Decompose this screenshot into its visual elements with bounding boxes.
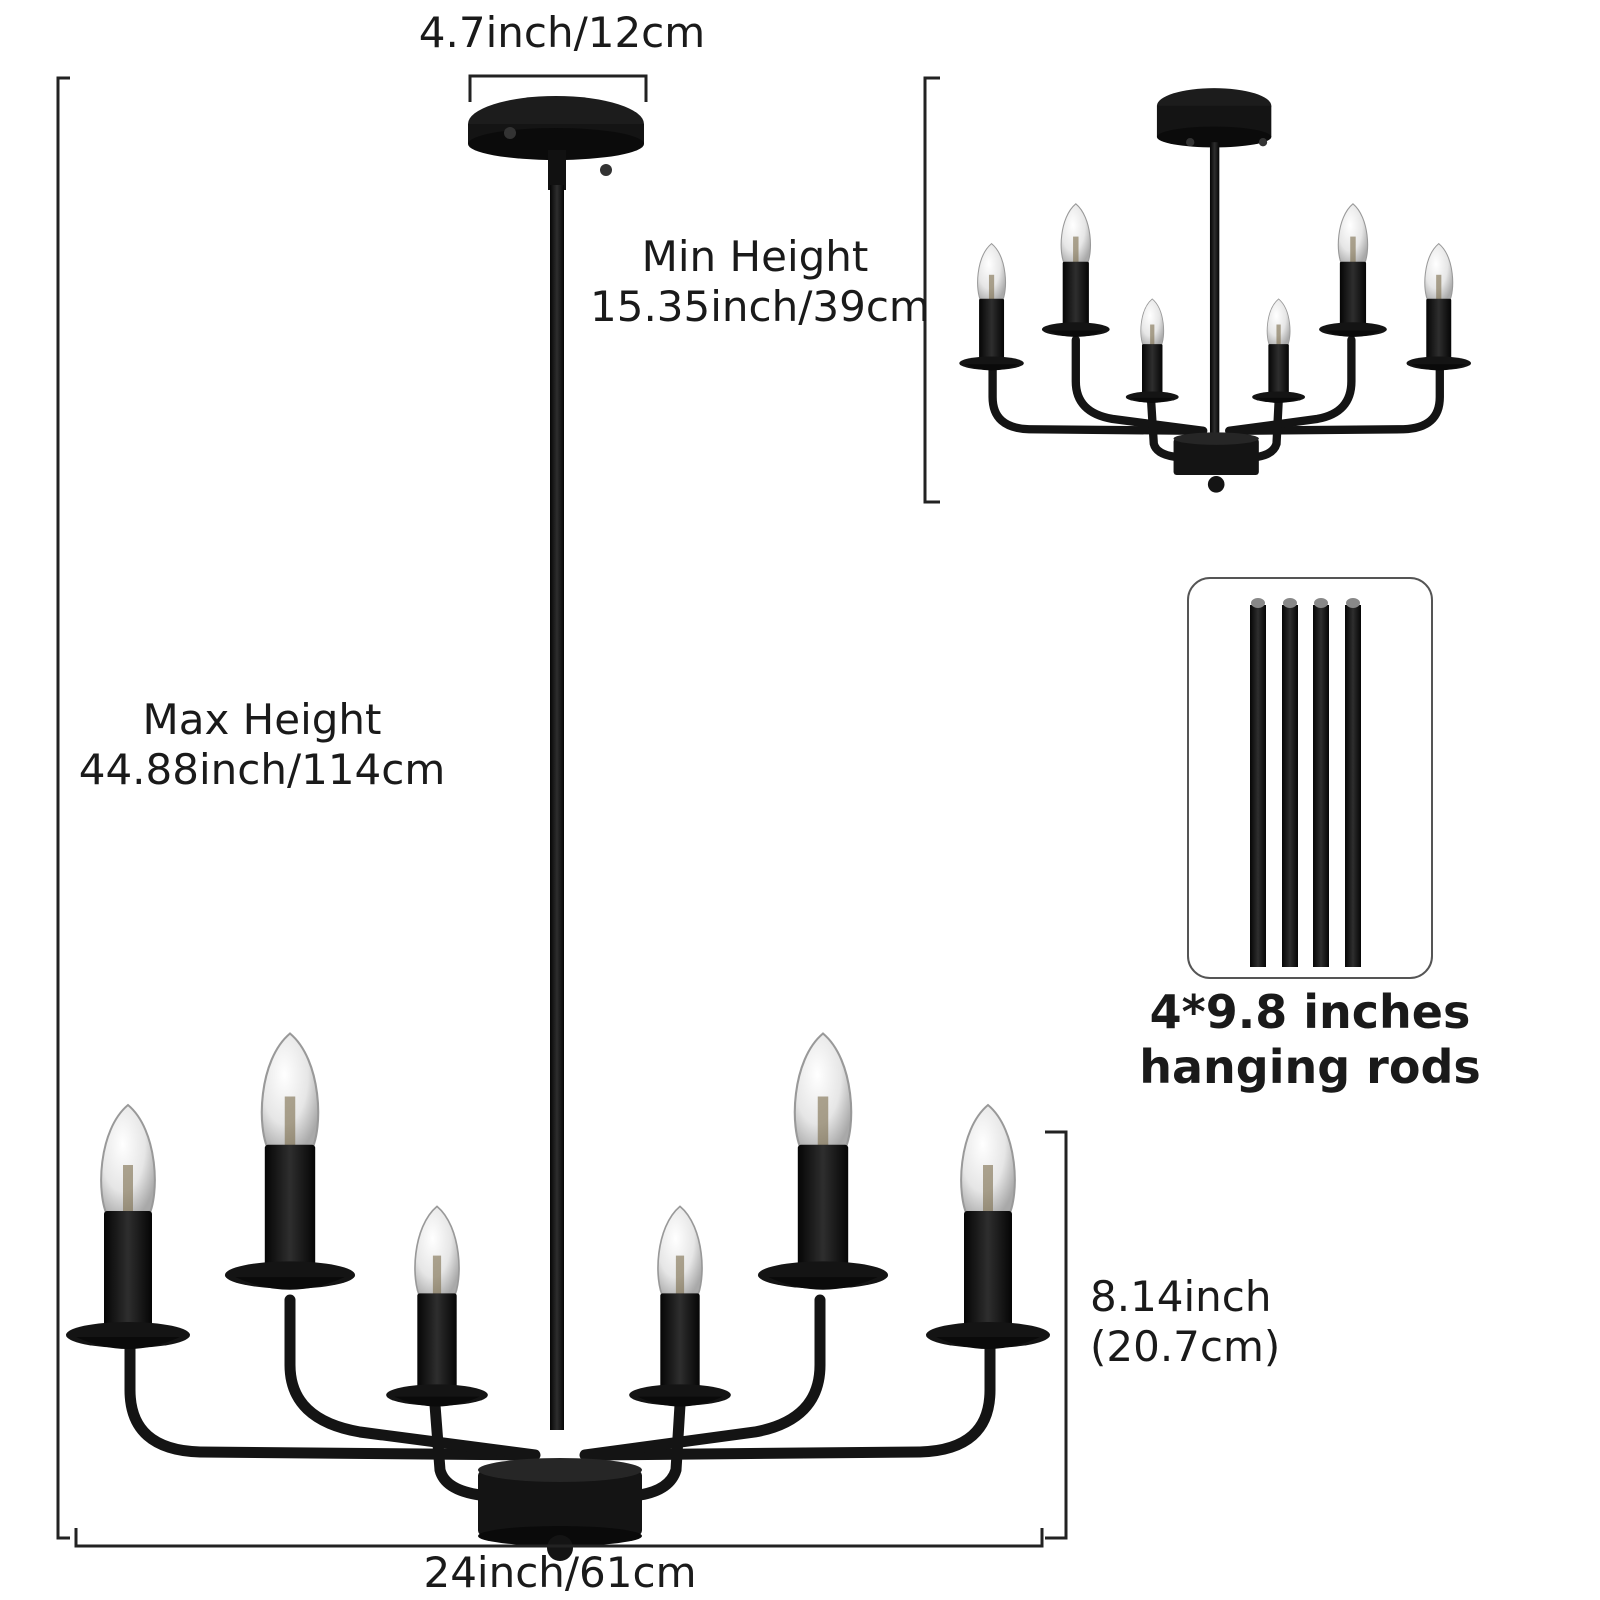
hanging-rods [1250,598,1361,967]
max-height-value: 44.88inch/114cm [78,745,446,795]
hanging-rods-label: 4*9.8 inches hanging rods [1130,985,1490,1095]
body-height-inch: 8.14inch [1090,1272,1272,1321]
hanging-rods-box [1187,577,1433,979]
min-height-label: Min Height 15.35inch/39cm [590,232,930,333]
dimension-lines [56,74,1068,1548]
min-height-title: Min Height [641,232,869,281]
canopy-width-value: 4.7inch/12cm [418,8,706,57]
min-height-value: 15.35inch/39cm [590,282,930,332]
body-height-cm: (20.7cm) [1090,1322,1281,1372]
hanging-rods-count: 4*9.8 inches [1149,985,1471,1039]
compact-chandelier [958,88,1472,493]
body-height-label: 8.14inch (20.7cm) [1090,1272,1280,1373]
max-height-title: Max Height [142,695,382,744]
canopy-width-label: 4.7inch/12cm [412,8,712,58]
main-chandelier [65,96,1051,1561]
width-label: 24inch/61cm [380,1548,740,1598]
width-value: 24inch/61cm [423,1548,697,1597]
max-height-label: Max Height 44.88inch/114cm [62,695,462,796]
hanging-rods-text: hanging rods [1139,1040,1481,1095]
